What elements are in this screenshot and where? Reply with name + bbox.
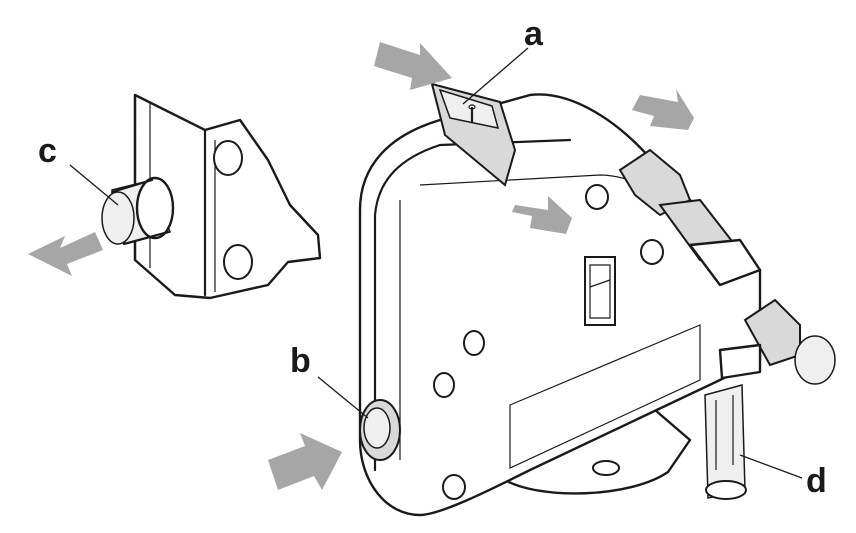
arrow-top-right (632, 89, 694, 130)
arrow-remove-c (28, 232, 103, 276)
part-d-tube (704, 384, 747, 500)
face-hole-3 (463, 330, 485, 356)
label-b: b (290, 342, 311, 380)
leader-d (739, 454, 803, 479)
face-hole-2 (640, 239, 664, 265)
part-c-knob (101, 176, 175, 246)
arrow-top-left (374, 42, 452, 90)
label-c: c (38, 132, 57, 170)
face-hole-1 (585, 184, 609, 210)
face-hole-4 (433, 372, 455, 398)
label-d: d (806, 462, 827, 500)
label-a: a (524, 15, 544, 53)
leader-c (69, 164, 119, 206)
part-a-handle (430, 82, 517, 187)
bracket-hole-upper (213, 140, 243, 176)
part-b-knob (359, 399, 401, 461)
leader-a (462, 47, 529, 105)
bracket-hole-lower (223, 244, 253, 280)
arrow-center (512, 196, 572, 234)
leader-b (317, 376, 369, 419)
main-device (358, 93, 836, 517)
bracket-detail (133, 93, 322, 300)
arrow-bottom-left (268, 433, 342, 490)
face-hole-5 (442, 474, 466, 500)
